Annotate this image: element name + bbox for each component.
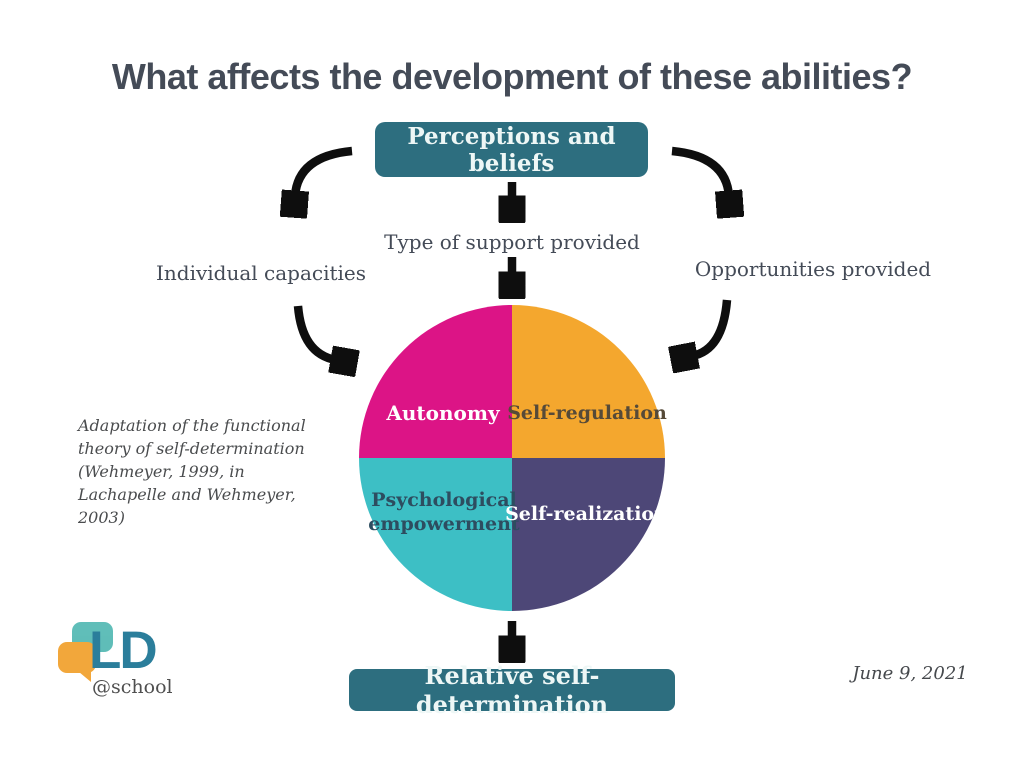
date-label: June 9, 2021: [852, 663, 968, 684]
logo-wordmark: LD: [89, 621, 158, 680]
quadrant-self-regulation-label: Self-regulation: [507, 402, 667, 424]
label-individual-capacities: Individual capacities: [155, 261, 367, 285]
logo-tagline: @school: [92, 676, 173, 698]
ldatschool-logo: LD @school: [55, 615, 185, 710]
self-determination-wheel: Autonomy Self-regulation Psychological e…: [359, 305, 668, 611]
perceptions-box: Perceptions and beliefs: [375, 122, 648, 177]
label-opportunities-provided: Opportunities provided: [694, 257, 932, 281]
curved-arrow-left-to-wheel-icon: [293, 305, 336, 360]
page-title: What affects the development of these ab…: [111, 56, 913, 97]
speech-bubble-orange-icon: [58, 642, 96, 682]
perceptions-box-label: Perceptions and beliefs: [407, 122, 616, 177]
quadrant-psychological-empowerment-label: Psychological empowerment: [368, 489, 520, 535]
citation-note: Adaptation of the functional theory of s…: [78, 416, 306, 527]
relative-self-determination-box: Relative self-determination: [349, 661, 675, 719]
curved-arrow-top-right-icon: [671, 146, 729, 196]
relative-self-determination-label: Relative self-determination: [415, 661, 609, 719]
quadrant-self-realization-label: Self-realization: [505, 503, 668, 525]
curved-arrow-top-left-icon: [295, 146, 353, 196]
quadrant-autonomy-label: Autonomy: [386, 401, 500, 425]
label-type-of-support: Type of support provided: [384, 230, 640, 254]
curved-arrow-right-to-wheel-icon: [692, 299, 732, 356]
